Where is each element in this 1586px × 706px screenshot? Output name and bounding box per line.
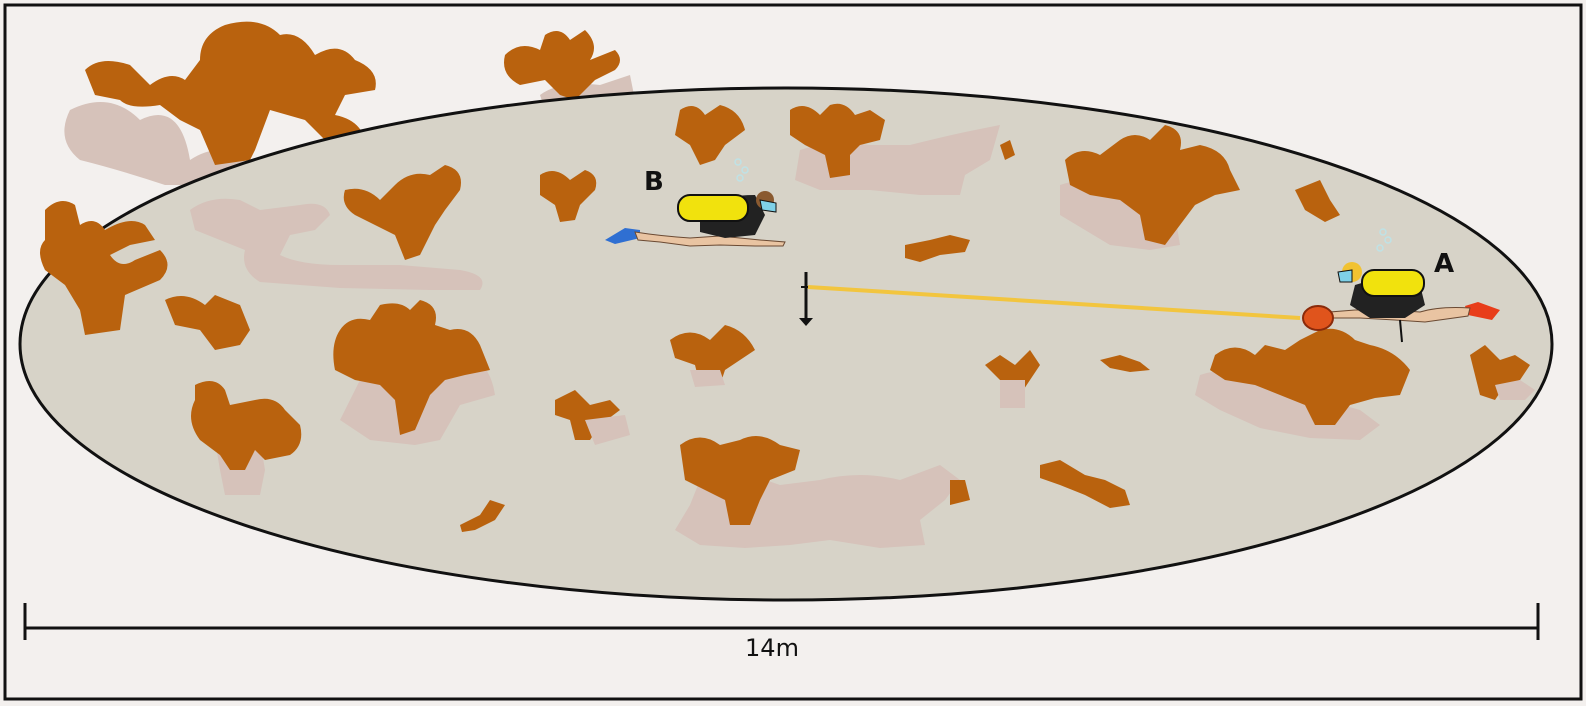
diver-b-label: B xyxy=(644,167,664,197)
scale-label: 14m xyxy=(745,634,799,662)
reel-icon xyxy=(1303,306,1333,330)
diver-b-tank xyxy=(678,195,748,221)
diver-a-tank xyxy=(1362,270,1424,296)
diver-a-label: A xyxy=(1434,249,1454,279)
